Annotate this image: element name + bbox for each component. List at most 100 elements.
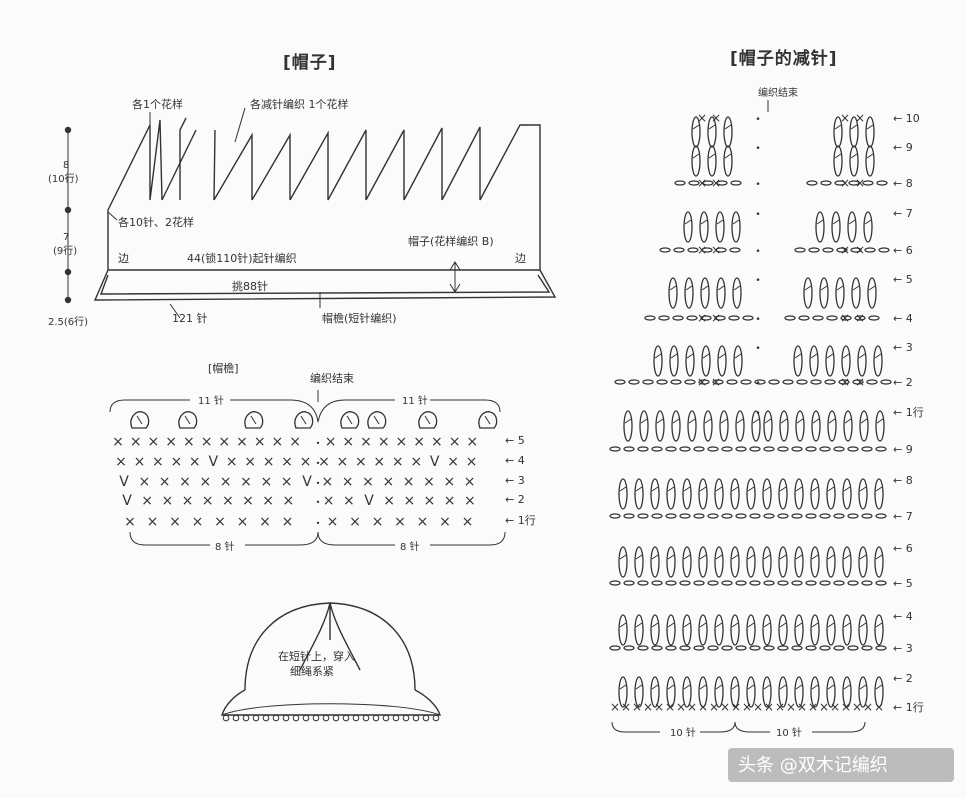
chain-stitch <box>763 513 775 519</box>
double-crochet <box>842 546 852 578</box>
dec-stitch: × <box>610 700 620 714</box>
chain-stitch <box>679 580 691 586</box>
shell-stitch <box>478 411 498 429</box>
double-crochet <box>809 345 819 377</box>
chain-stitch <box>847 645 859 651</box>
chain-stitch <box>735 446 747 452</box>
brim-stitch: V <box>208 454 218 470</box>
decrease-row-labels: ← 10← 9← 8← 7← 6← 5← 4← 3← 2← 1行← 9← 8← … <box>893 112 924 714</box>
double-crochet <box>618 546 628 578</box>
brim-stitch: × <box>124 514 136 530</box>
scallop <box>262 714 270 722</box>
chain-stitch <box>735 580 747 586</box>
dec-stitch: × <box>840 176 850 190</box>
dec-row-label: ← 6 <box>893 542 913 555</box>
brim-center-dot: • <box>316 479 321 488</box>
double-crochet <box>810 614 820 646</box>
double-crochet <box>618 478 628 510</box>
dec-stitch: × <box>720 700 730 714</box>
shell-stitch <box>367 411 387 429</box>
chain-stitch <box>805 513 817 519</box>
dec-stitch: × <box>709 700 719 714</box>
chain-stitch <box>833 446 845 452</box>
chain-stitch <box>798 315 810 321</box>
double-crochet <box>685 345 695 377</box>
double-crochet <box>865 116 875 148</box>
brim-stitch: × <box>236 434 248 450</box>
chain-stitch <box>735 513 747 519</box>
dec-row-label: ← 7 <box>893 207 913 220</box>
brim-stitch-grid: ××××××××××××××××××××•×××××V×××××××××××V×… <box>112 434 478 530</box>
brim-stitch: × <box>115 454 127 470</box>
double-crochet <box>842 614 852 646</box>
brim-stitch: × <box>396 434 408 450</box>
dec-row-label: ← 6 <box>893 244 913 257</box>
double-crochet <box>865 145 875 177</box>
double-crochet <box>859 410 869 442</box>
double-crochet <box>623 410 633 442</box>
scallop <box>352 714 360 722</box>
double-crochet <box>730 614 740 646</box>
brim-stitch: × <box>262 493 274 509</box>
dec-center-dot: • <box>755 115 760 125</box>
watermark-text: 头条 @双木记编织 <box>738 755 888 776</box>
chain-stitch <box>861 446 873 452</box>
hat-title: [帽子] <box>283 52 337 73</box>
double-crochet <box>858 478 868 510</box>
scallop <box>282 714 290 722</box>
scallop <box>342 714 350 722</box>
double-crochet <box>746 478 756 510</box>
scallop <box>302 714 310 722</box>
double-crochet <box>810 546 820 578</box>
chain-stitch <box>623 446 635 452</box>
scale-2-5: 2.5(6行) <box>48 315 88 328</box>
chain-stitch <box>726 379 738 385</box>
chain-stitch <box>819 580 831 586</box>
chain-stitch <box>679 446 691 452</box>
brim-stitch: × <box>373 454 385 470</box>
double-crochet <box>779 410 789 442</box>
double-crochet <box>858 546 868 578</box>
chain-stitch <box>782 379 794 385</box>
chain-stitch <box>665 645 677 651</box>
dec-stitch: × <box>840 111 850 125</box>
chain-stitch <box>796 379 808 385</box>
brim-stitch: × <box>394 514 406 530</box>
brim-stitch: V <box>430 454 440 470</box>
brim-stitch: × <box>112 434 124 450</box>
chain-stitch <box>721 446 733 452</box>
double-crochet <box>849 145 859 177</box>
brim-stitch: × <box>282 493 294 509</box>
chain-stitch <box>749 645 761 651</box>
scale-9-rows: (9行) <box>53 244 77 257</box>
brim-stitch: × <box>218 434 230 450</box>
chain-stitch <box>763 645 775 651</box>
double-crochet <box>669 345 679 377</box>
brim-stitch: × <box>254 434 266 450</box>
double-crochet <box>650 614 660 646</box>
scallop <box>222 714 230 722</box>
brim-row-label: ← 3 <box>505 474 525 487</box>
double-crochet <box>826 546 836 578</box>
chain-stitch <box>819 446 831 452</box>
chain-stitch <box>847 580 859 586</box>
hat-note-2: 细绳系紧 <box>290 664 334 678</box>
brim-stitch: × <box>466 454 478 470</box>
brim-stitch: × <box>392 454 404 470</box>
dec-stitch: × <box>753 700 763 714</box>
brim-stitch: × <box>244 454 256 470</box>
dec-center-dot: • <box>755 409 760 419</box>
chain-stitch <box>861 645 873 651</box>
chain-stitch <box>665 446 677 452</box>
dec-stitch: × <box>711 311 721 325</box>
chain-stitch <box>847 446 859 452</box>
double-crochet <box>715 211 725 243</box>
dec-stitch: × <box>697 243 707 257</box>
chain-stitch <box>659 247 671 253</box>
dec-row-label: ← 5 <box>893 273 913 286</box>
dec-stitch: × <box>855 111 865 125</box>
double-crochet <box>700 277 710 309</box>
double-crochet <box>847 211 857 243</box>
brim-stitch: × <box>242 493 254 509</box>
brim-stitch: × <box>169 514 181 530</box>
